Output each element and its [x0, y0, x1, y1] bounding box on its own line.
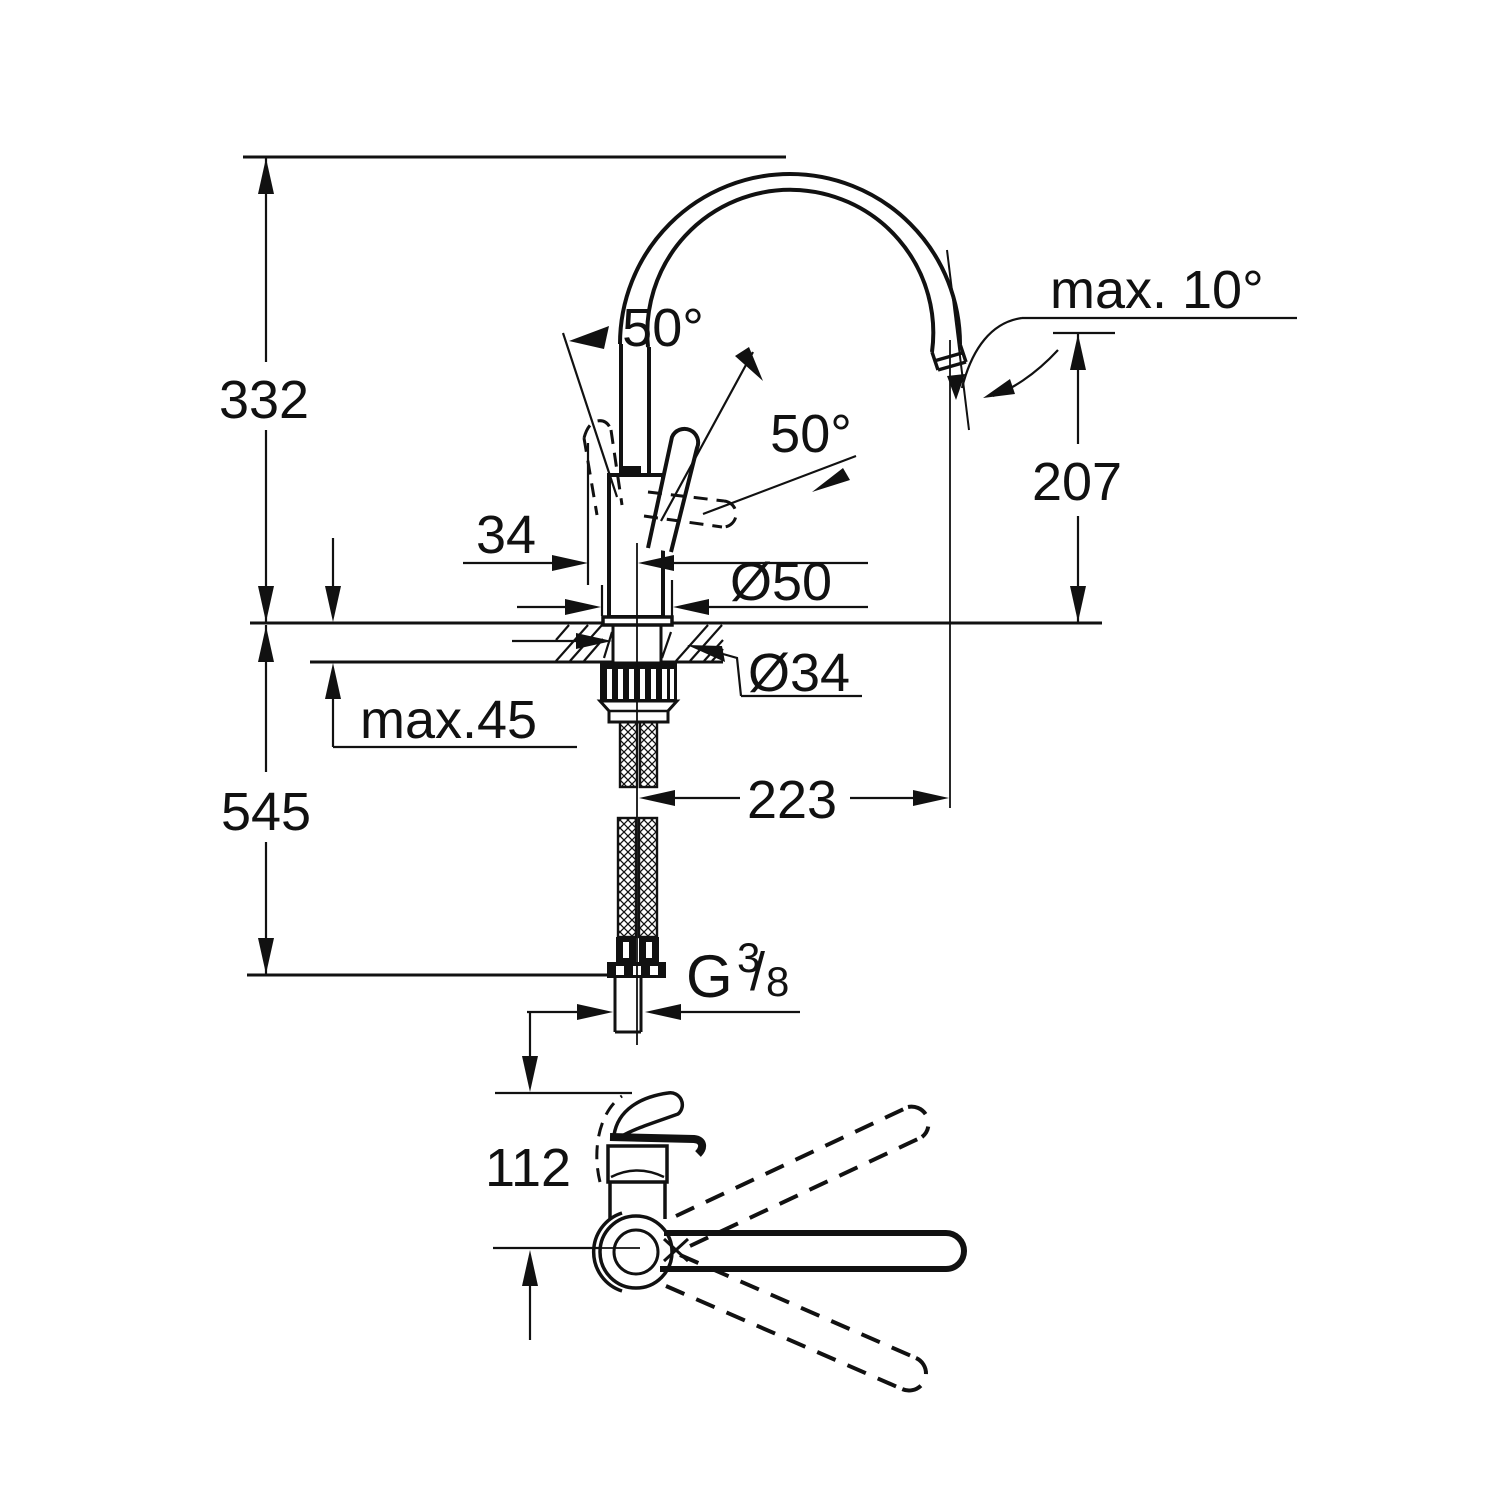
label-545: 545	[221, 782, 311, 842]
label-max45: max.45	[360, 690, 537, 750]
dim-50-upper-lines	[561, 332, 754, 522]
mounting-nut	[600, 663, 677, 701]
label-207: 207	[1032, 452, 1122, 512]
handle-dashed-lower	[665, 1253, 928, 1393]
label-50-lower: 50°	[770, 404, 852, 464]
lever-bar	[609, 1133, 707, 1157]
label-332: 332	[219, 370, 309, 430]
dim-d50-lines	[517, 580, 868, 616]
label-112: 112	[485, 1138, 571, 1198]
top-view	[505, 1091, 967, 1393]
label-d50: Ø50	[730, 552, 832, 612]
label-d34: Ø34	[748, 643, 850, 703]
label-thread-numerator: 3	[737, 934, 760, 981]
label-thread-denominator: 8	[766, 958, 789, 1005]
tilt-axis-line	[946, 249, 970, 431]
axis-cross	[662, 1237, 690, 1263]
label-50-upper: 50°	[622, 298, 704, 358]
spout-outer-arc	[618, 172, 962, 345]
handle-dashed-upper	[675, 1104, 931, 1248]
base-inner-circle	[612, 1228, 660, 1276]
braided-hoses-upper	[618, 720, 659, 789]
housing-curve	[610, 1169, 665, 1179]
label-34: 34	[476, 505, 536, 565]
dimension-labels: 332 545 max.45 34 Ø50 Ø34 223 207 max. 1…	[219, 260, 1264, 1198]
dim-d34-lines	[512, 639, 862, 698]
dim-max45-lines	[331, 538, 577, 749]
base-side-arc	[591, 1211, 623, 1293]
dim-34-lines	[463, 443, 868, 585]
cartridge-housing	[606, 1144, 669, 1184]
label-223: 223	[747, 770, 837, 830]
cartridge-tab	[623, 466, 641, 475]
dimensions	[258, 157, 1297, 1340]
dim-thread-lines	[527, 1010, 800, 1058]
label-thread-g: G	[686, 943, 733, 1010]
dim-50-lower-leader	[702, 454, 857, 516]
lever-blade	[611, 1091, 685, 1138]
side-view	[243, 155, 1102, 1045]
spout-inner-arc	[645, 187, 936, 353]
lever-arc-dashed	[595, 1094, 623, 1183]
dim-max10-lines	[960, 316, 1297, 398]
lever-raised-dashed	[582, 419, 624, 516]
lever-lowered-dashed	[643, 490, 738, 529]
handle-solid	[660, 1230, 967, 1272]
braided-hoses-lower	[616, 816, 659, 939]
label-max10: max. 10°	[1050, 260, 1264, 320]
label-thread-slash: /	[750, 942, 765, 1002]
lever-solid	[646, 426, 701, 553]
